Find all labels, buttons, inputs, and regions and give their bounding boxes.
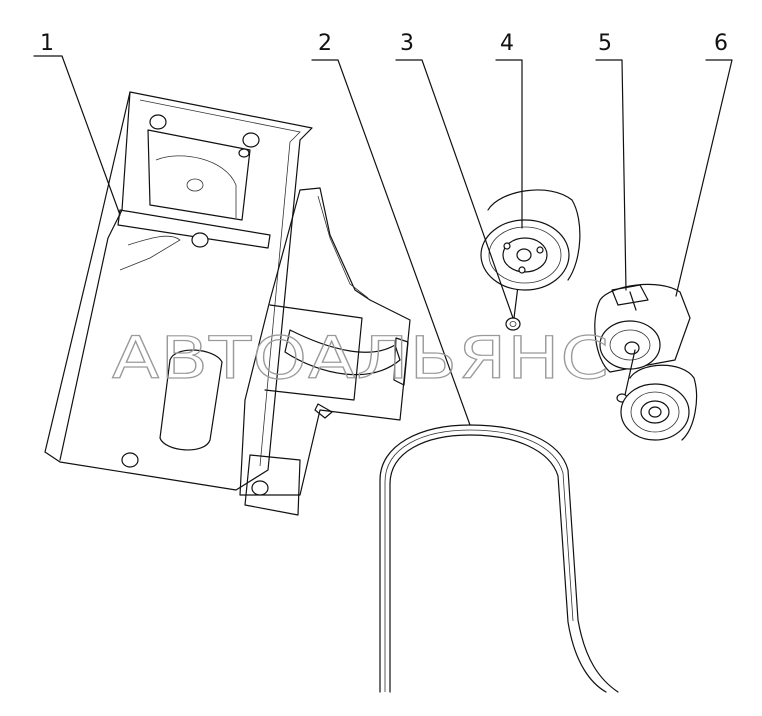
watermark-text: АВТОАЛЬЯНС <box>112 324 610 392</box>
callout-1: 1 <box>40 31 54 56</box>
leader-lines <box>33 55 733 426</box>
callout-5: 5 <box>598 31 612 56</box>
callout-2: 2 <box>318 31 332 56</box>
callout-labels: 1 2 3 4 5 6 <box>40 31 728 56</box>
tensioner-pulley-part <box>620 364 698 441</box>
callout-6: 6 <box>714 31 728 56</box>
belt-part <box>379 424 619 693</box>
bracket-holes <box>121 114 269 496</box>
callout-3: 3 <box>400 31 414 56</box>
tensioner-part <box>594 283 691 403</box>
bracket-part <box>44 91 411 516</box>
idler-pulley-part <box>480 189 581 291</box>
callout-4: 4 <box>500 31 514 56</box>
